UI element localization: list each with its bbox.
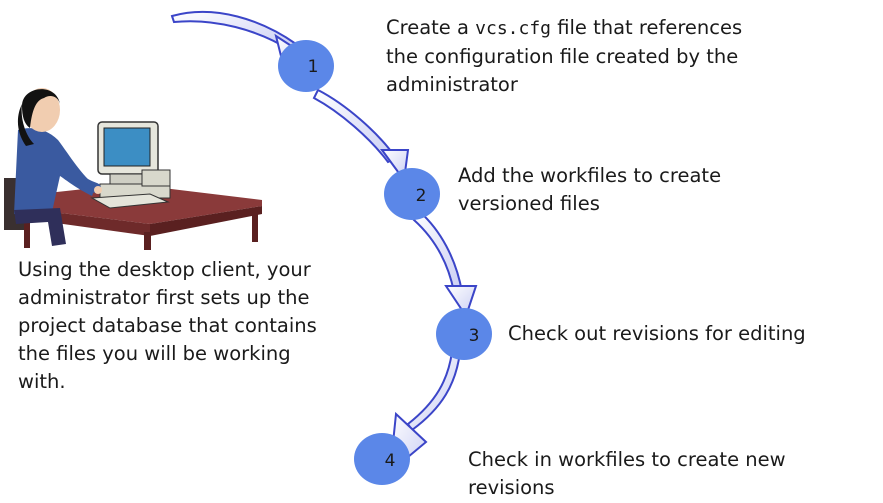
step-4-number: 4: [385, 451, 396, 471]
arrow-step-2-to-3: [412, 210, 478, 319]
step-3-number: 3: [469, 326, 480, 346]
config-filename: vcs.cfg: [475, 18, 551, 39]
step-2-text: Add the workfiles to create versioned fi…: [458, 164, 722, 215]
arrow-step-1-to-2: [312, 88, 410, 183]
step-3-marker: 3: [436, 308, 492, 360]
step-1-number: 1: [308, 57, 319, 77]
step-2-marker: 2: [384, 168, 440, 220]
step-1-text-after: file that references the configuration f…: [386, 16, 743, 96]
step-4-text: Check in workfiles to create new revisio…: [468, 448, 786, 499]
step-1-text-before: Create a: [386, 16, 476, 39]
step-2-number: 2: [416, 186, 427, 206]
step-1-marker: 1: [278, 40, 334, 92]
step-1-text: Create a vcs.cfg file that references th…: [386, 14, 766, 99]
step-3-text: Check out revisions for editing: [508, 322, 806, 345]
illustration-caption: Using the desktop client, your administr…: [18, 258, 317, 393]
step-4-marker: 4: [354, 433, 410, 485]
woman-at-computer-icon: [4, 88, 262, 250]
